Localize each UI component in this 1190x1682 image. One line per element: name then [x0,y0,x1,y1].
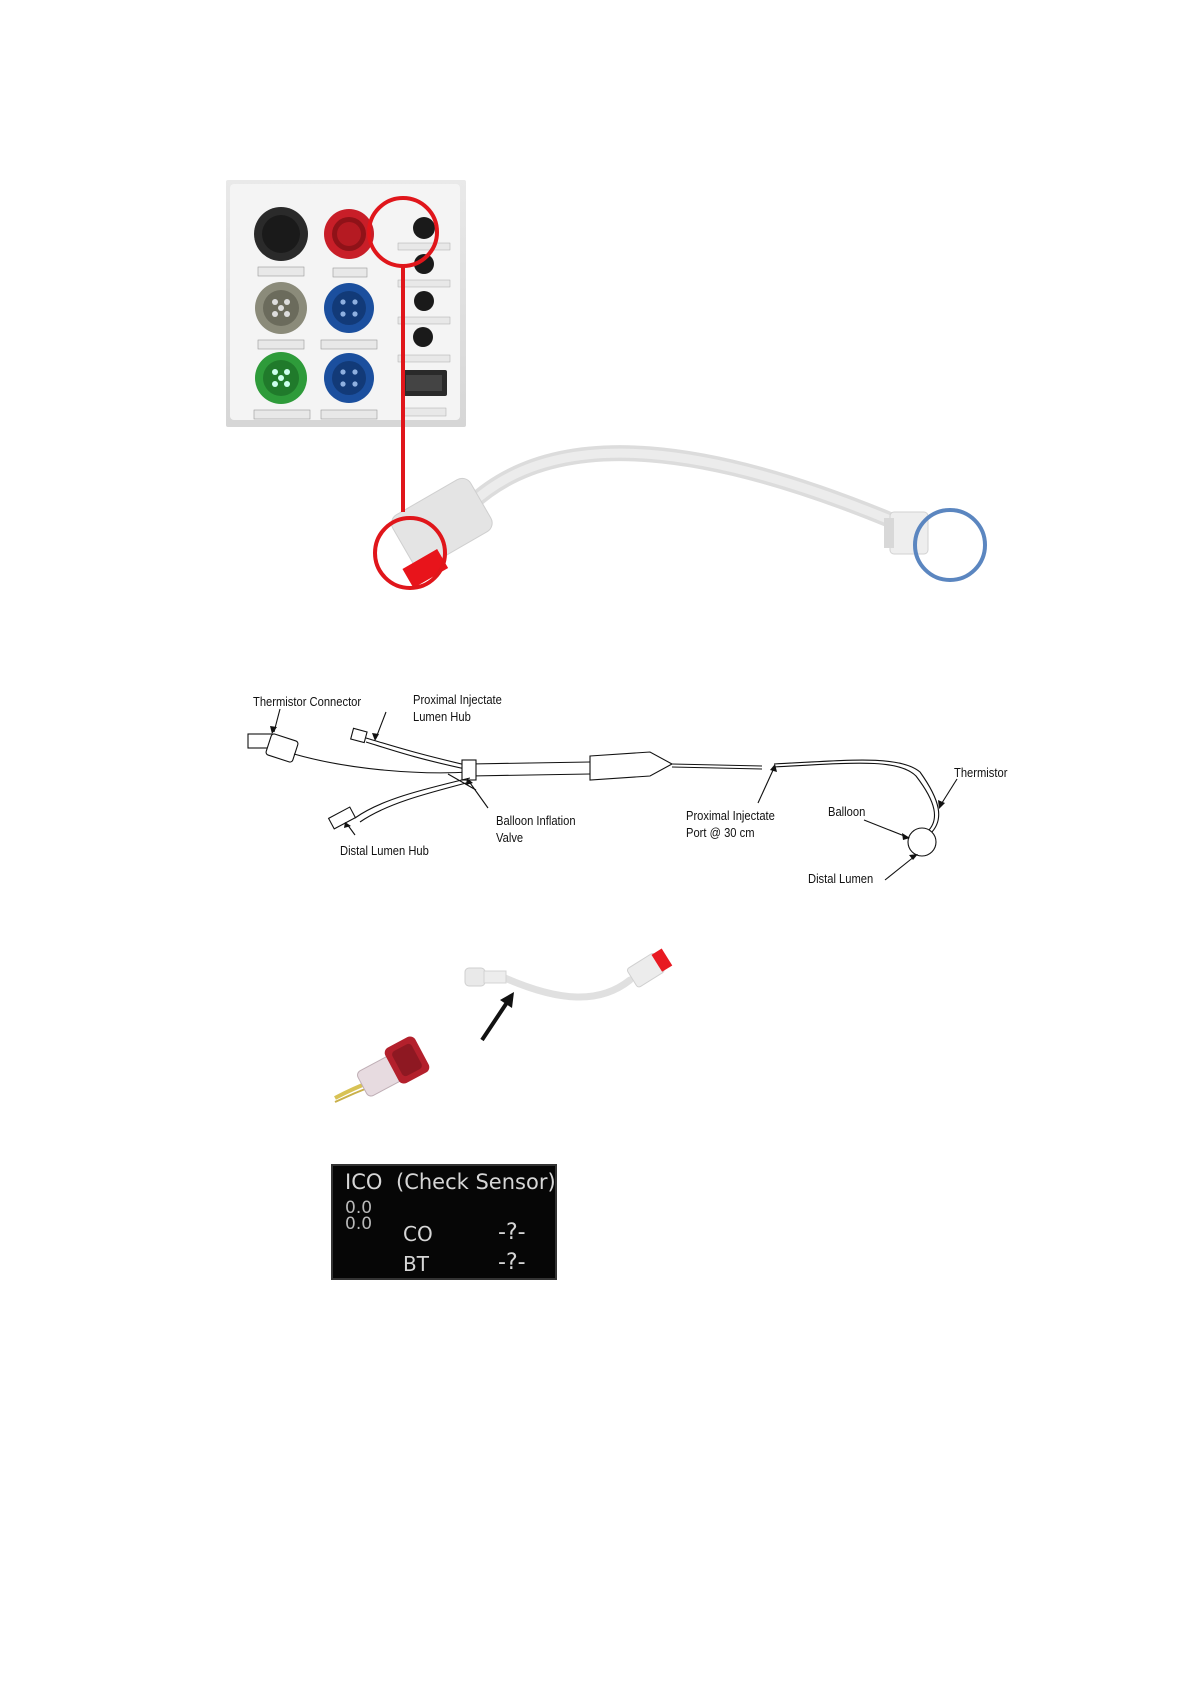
label-thermistor-connector: Thermistor Connector [253,694,361,710]
ico-status: (Check Sensor) [396,1170,556,1194]
label-balloon-inflation-1: Balloon Inflation [496,813,576,829]
catheter-line-drawing [0,0,1190,920]
ico-row-co-label: CO [403,1222,433,1246]
label-balloon: Balloon [828,804,865,820]
label-proximal-injectate-1: Proximal Injectate [413,692,502,708]
label-balloon-inflation-2: Valve [496,830,523,846]
label-proximal-injectate-2: Lumen Hub [413,709,471,725]
label-distal-lumen-hub: Distal Lumen Hub [340,843,429,859]
label-proximal-port-2: Port @ 30 cm [686,825,755,841]
ico-monitor-screen: ICO (Check Sensor) 0.0 0.0 CO -?- BT -?- [331,1164,557,1280]
connector-photo [335,1034,431,1102]
label-proximal-port-1: Proximal Injectate [686,808,775,824]
ico-row-bt-label: BT [403,1252,429,1276]
ico-title: ICO [345,1170,382,1194]
label-thermistor: Thermistor [954,765,1007,781]
ico-value-2: 0.0 [345,1216,372,1233]
ico-row-bt-value: -?- [498,1250,526,1275]
label-distal-lumen: Distal Lumen [808,871,873,887]
cable-photo [0,940,1190,1120]
ico-row-co-value: -?- [498,1220,526,1245]
